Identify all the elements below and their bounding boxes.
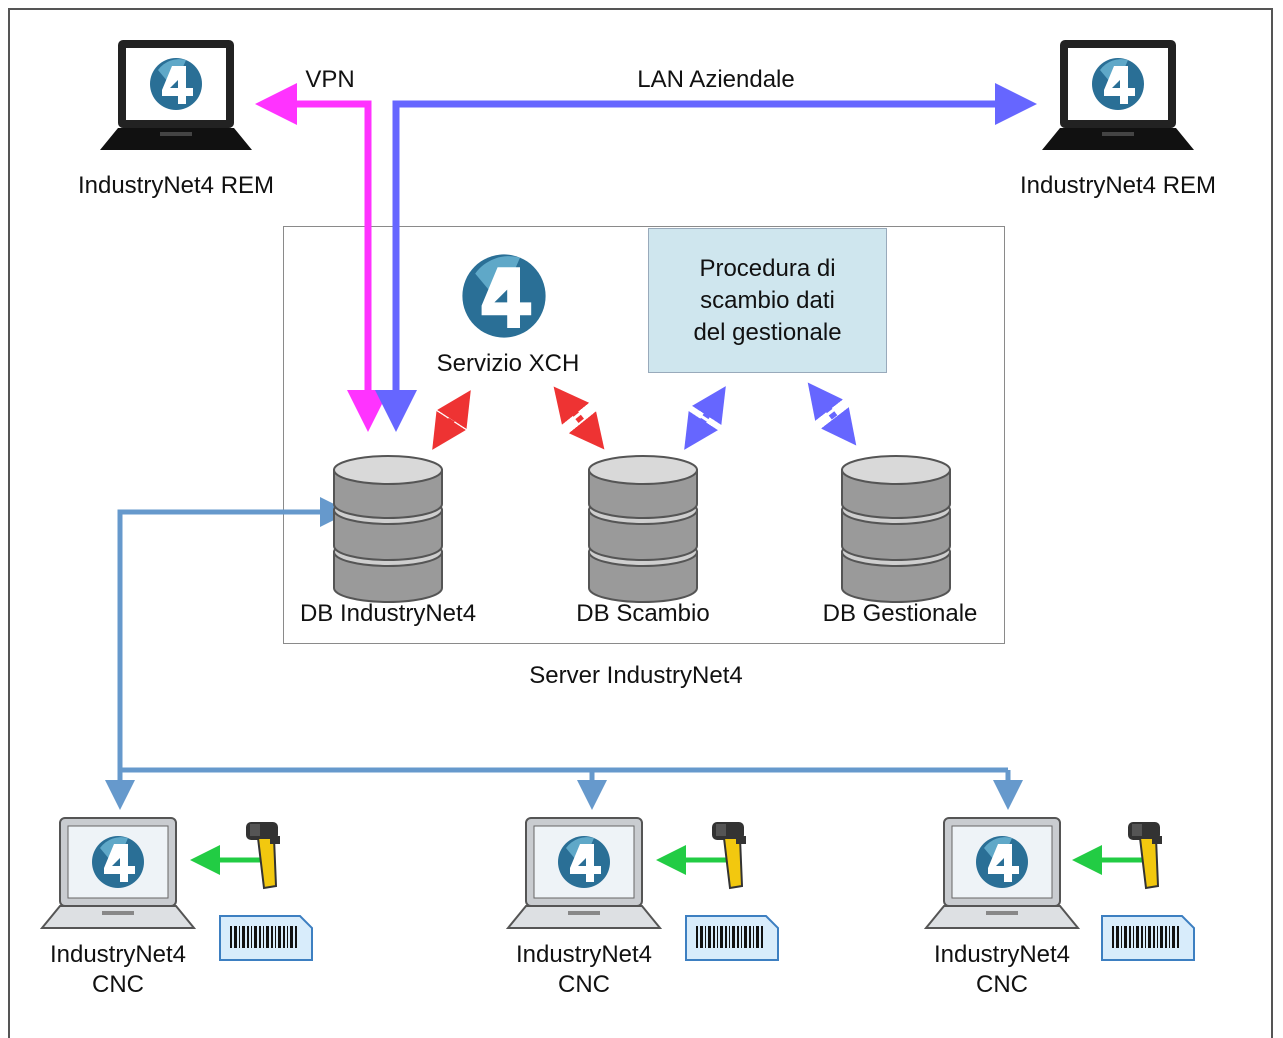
database-icon	[588, 455, 698, 603]
diagram-frame	[8, 8, 1273, 1038]
industrynet4-logo-icon	[462, 254, 546, 338]
procedure-arrow-db-scambio	[684, 386, 726, 450]
laptop-icon	[42, 818, 194, 928]
cnc-client-label: IndustryNet4 CNC	[934, 940, 1070, 1000]
database-icon	[333, 455, 443, 603]
rem-client-label: IndustryNet4 REM	[77, 172, 275, 199]
laptop-icon	[1042, 40, 1194, 150]
procedure-line: scambio dati	[700, 286, 835, 314]
barcode-label-icon	[1101, 915, 1195, 961]
cnc-client-label: IndustryNet4 CNC	[516, 940, 652, 1000]
lan-label: LAN Aziendale	[637, 66, 795, 93]
database-icon	[841, 455, 951, 603]
cnc-client-line1: IndustryNet4	[933, 941, 1071, 968]
db-label: DB IndustryNet4	[299, 600, 477, 627]
cnc-client-line2: CNC	[975, 971, 1028, 998]
barcode-scanner-icon	[1127, 821, 1163, 889]
db-label: DB Gestionale	[822, 600, 978, 627]
vpn-connection	[255, 83, 372, 420]
cnc-client-label: IndustryNet4 CNC	[50, 940, 186, 1000]
procedure-arrow-db-gestionale	[807, 382, 857, 446]
cnc-client-line2: CNC	[557, 971, 610, 998]
xch-arrow-db-industrynet4	[432, 390, 471, 450]
laptop-icon	[100, 40, 252, 150]
laptop-icon	[508, 818, 660, 928]
rem-client-label: IndustryNet4 REM	[1019, 172, 1217, 199]
cnc-network-line	[117, 497, 350, 800]
service-label: Servizio XCH	[436, 350, 580, 377]
laptop-icon	[926, 818, 1078, 928]
procedure-line: del gestionale	[693, 318, 842, 346]
barcode-label-icon	[219, 915, 313, 961]
barcode-scanner-icon	[245, 821, 281, 889]
cnc-client-line2: CNC	[91, 971, 144, 998]
xch-arrow-db-scambio	[553, 386, 605, 450]
db-label: DB Scambio	[576, 600, 710, 627]
server-label: Server IndustryNet4	[529, 662, 743, 689]
cnc-client-line1: IndustryNet4	[49, 941, 187, 968]
lan-connection	[392, 83, 1037, 420]
procedure-line: Procedura di	[699, 254, 836, 282]
barcode-scanner-icon	[711, 821, 747, 889]
cnc-client-line1: IndustryNet4	[515, 941, 653, 968]
procedure-box: Procedura di scambio dati del gestionale	[648, 228, 887, 373]
vpn-label: VPN	[305, 66, 355, 93]
barcode-label-icon	[685, 915, 779, 961]
